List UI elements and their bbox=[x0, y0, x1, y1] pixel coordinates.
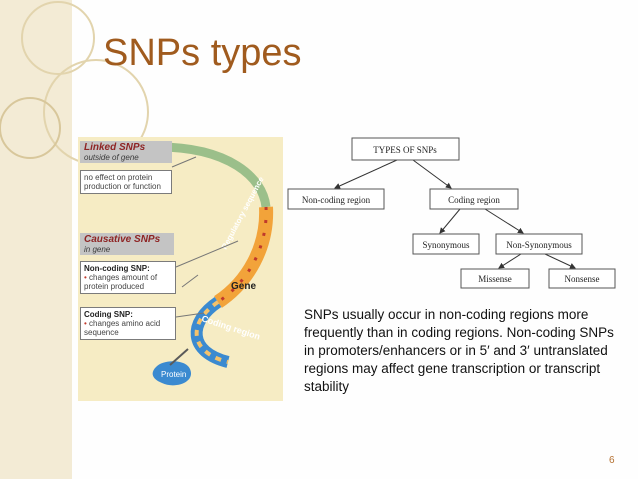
coding-snp-text: changes amino acid sequence bbox=[84, 319, 161, 337]
coding-snp-title: Coding SNP: bbox=[84, 310, 133, 319]
tree-noncoding-label: Non-coding region bbox=[302, 195, 371, 205]
linked-snps-title: Linked SNPs bbox=[84, 142, 146, 153]
noncoding-snp-title: Non-coding SNP: bbox=[84, 264, 150, 273]
linked-snps-header: Linked SNPs outside of gene bbox=[80, 141, 172, 163]
snp-types-tree: TYPES OF SNPs Non-coding region Coding r… bbox=[287, 137, 616, 289]
tree-node-nonsynonymous bbox=[495, 233, 583, 255]
coding-snp-callout: Coding SNP: • changes amino acid sequenc… bbox=[80, 307, 176, 340]
noncoding-snp-callout: Non-coding SNP: • changes amount of prot… bbox=[80, 261, 176, 294]
tree-missense-label: Missense bbox=[478, 274, 512, 284]
tree-nonsense-label: Nonsense bbox=[565, 274, 600, 284]
tree-coding-label: Coding region bbox=[448, 195, 500, 205]
coding-region-label: Coding region bbox=[200, 313, 261, 341]
tree-root-label: TYPES OF SNPs bbox=[373, 145, 437, 155]
description-text: SNPs usually occur in non-coding regions… bbox=[304, 307, 614, 394]
side-decoration-band bbox=[0, 0, 72, 479]
page-number: 6 bbox=[609, 455, 615, 466]
noncoding-snp-text: changes amount of protein produced bbox=[84, 273, 158, 291]
protein-label: Protein bbox=[161, 370, 186, 379]
tree-node-coding bbox=[429, 188, 519, 210]
tree-nonsynonymous-label: Non-Synonymous bbox=[506, 240, 572, 250]
tree-node-missense bbox=[460, 268, 530, 289]
slide-title: SNPs types bbox=[103, 32, 302, 74]
snp-figure: Regulatory sequence Gene Coding region P… bbox=[78, 137, 283, 401]
dna-illustration: Regulatory sequence Gene Coding region P… bbox=[152, 142, 274, 386]
tree-synonymous-label: Synonymous bbox=[422, 240, 470, 250]
tree-node-noncoding bbox=[287, 188, 385, 210]
causative-snps-title: Causative SNPs bbox=[84, 234, 161, 245]
tree-node-root bbox=[351, 137, 460, 161]
causative-snps-header: Causative SNPs in gene bbox=[80, 233, 174, 255]
linked-snps-subtitle: outside of gene bbox=[84, 153, 139, 162]
tree-node-synonymous bbox=[412, 233, 480, 255]
causative-snps-subtitle: in gene bbox=[84, 245, 111, 254]
gene-label: Gene bbox=[231, 281, 256, 292]
linked-snps-note: no effect on protein production or funct… bbox=[80, 170, 172, 194]
tree-node-nonsense bbox=[548, 268, 616, 289]
